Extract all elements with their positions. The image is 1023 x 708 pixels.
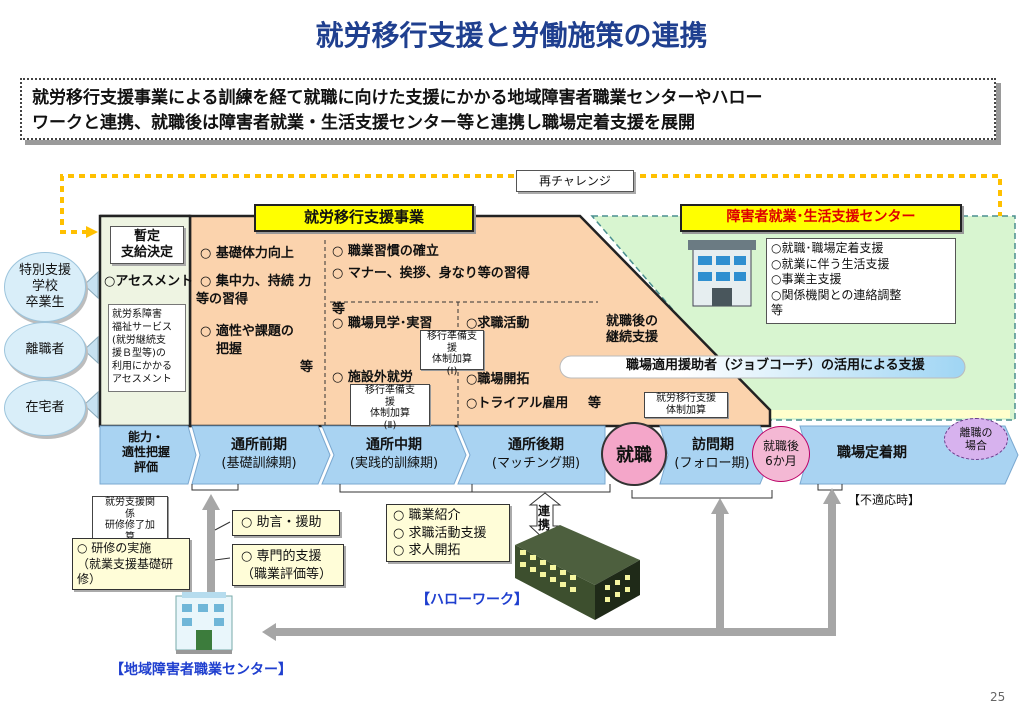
- assessment-label: ○アセスメント: [104, 274, 194, 289]
- hw-item-3: ○ 求人開拓: [393, 543, 461, 559]
- source-student: 特別支援 学校 卒業生: [4, 252, 86, 322]
- kankei-line-4: 算: [125, 531, 135, 543]
- kankei-line-3: 研修修了加: [105, 520, 155, 531]
- col2-item-2: ○ マナー、挨拶、身なり等の習得: [332, 266, 530, 281]
- ikou-label: 就労移行支援事業: [254, 204, 474, 232]
- summary-line-2: ワークと連携、就職後は障害者就業・生活支援センター等と連携し職場定着支援を展開: [32, 112, 695, 133]
- keizoku-label: 就職後の 継続支援: [606, 314, 659, 346]
- step-zenki-sub: (基礎訓練期): [221, 456, 297, 471]
- chiiki-label: 【地域障害者職業センター】: [110, 662, 292, 678]
- center-label: 障害者就業･生活支援センター: [680, 204, 962, 232]
- summary-line-1: 就労移行支援事業による訓練を経て就職に向けた支援にかかる地域障害者職業センターや…: [32, 88, 763, 108]
- taisei1-line-3: 体制加算: [432, 354, 472, 365]
- hw-item-2: ○ 求職活動支援: [393, 525, 487, 541]
- taisei2-line-3: 体制加算: [370, 408, 410, 419]
- step-chuki-sub: (実践的訓練期): [349, 456, 439, 471]
- rechallenge-loop: [60, 174, 1002, 240]
- source-zaitaku: 在宅者: [4, 380, 86, 436]
- page-title: 就労移行支援と労働施策の連携: [315, 19, 708, 52]
- source-rishoku: 離職者: [4, 322, 86, 378]
- step-kouki-sub: (マッチング期): [491, 456, 581, 471]
- sixmonth-circle: 就職後 6か月: [752, 426, 810, 482]
- center-building: [688, 240, 756, 307]
- center-item-5: 等: [771, 303, 784, 318]
- hw-item-1: ○ 職業紹介: [393, 508, 461, 523]
- center-items: ○就職･職場定着支援 ○就業に伴う生活支援 ○事業主支援 ○関係機関との連絡調整…: [766, 238, 956, 324]
- col1-item-2: ○ 集中力、持続 力: [200, 274, 312, 289]
- after-shien-line-1: 就労移行支援: [656, 393, 716, 404]
- kankei-callout: 就労支援関 係 研修修了加 算: [92, 496, 168, 543]
- futekiou-label: 【不適応時】: [848, 493, 921, 507]
- step-teichaku: 職場定着期: [837, 445, 907, 461]
- renkei-label: 連 携: [538, 504, 551, 533]
- step-houmon-sub: (フォロー期): [674, 456, 750, 471]
- rishoku-bubble: 離職の 場合: [944, 418, 1008, 460]
- rechallenge-label: 再チャレンジ: [516, 170, 634, 192]
- taisei1-line-1: 移行準備支: [427, 331, 477, 342]
- kankei-line-1: 就労支援関: [105, 497, 155, 508]
- step-chuki: 通所中期: [366, 437, 422, 453]
- col3-item-3b: 等: [588, 396, 602, 411]
- taisei-kasan-1: 移行準備支 援 体制加算 (Ⅰ): [420, 330, 484, 377]
- hellowork-label: 【ハローワーク】: [416, 592, 528, 608]
- step-zenki: 通所前期: [231, 437, 287, 453]
- jobcoach-bar: [559, 355, 966, 379]
- col2-item-4: ○ 施設外就労: [332, 370, 413, 385]
- rechallenge-arrowhead: [86, 226, 98, 238]
- assessment-note: 就労系障害 福祉サービス (就労継続支 援Ｂ型等)の 利用にかかる アセスメント: [108, 304, 186, 392]
- taisei-kasan-2: 移行準備支 援 体制加算 (Ⅱ): [350, 384, 430, 431]
- taisei1-line-4: (Ⅰ): [446, 365, 458, 377]
- col1-item-1: ○ 基礎体力向上: [200, 246, 294, 261]
- step-kouki: 通所後期: [508, 437, 564, 453]
- taisei2-line-1: 移行準備支: [365, 385, 415, 396]
- zantei-line-2: 支給決定: [120, 245, 173, 260]
- hw-items: ○ 職業紹介 ○ 求職活動支援 ○ 求人開拓: [386, 504, 510, 562]
- chiiki-building: [175, 592, 233, 654]
- jobcoach-label: 職場適用援助者（ジョブコーチ）の活用による支援: [626, 358, 925, 373]
- after-shien-line-2: 体制加算: [666, 404, 706, 416]
- step-bar: [99, 425, 1019, 485]
- jogen-box: ○ 助言・援助: [232, 510, 340, 536]
- summary-box: 就労移行支援事業による訓練を経て就職に向けた支援にかかる地域障害者職業センターや…: [20, 78, 996, 140]
- col2-item-2b: 等: [332, 302, 346, 317]
- center-item-1: ○就職･職場定着支援: [771, 241, 884, 255]
- col2-item-3: ○ 職場見学･実習: [332, 316, 433, 331]
- col1-item-3: ○ 適性や課題の: [200, 324, 294, 339]
- col1-item-3c: 等: [300, 360, 314, 375]
- col3-item-1: ○求職活動: [466, 316, 530, 331]
- col1-item-2b: 等の習得: [196, 292, 249, 307]
- zantei-box: 暫定 支給決定: [110, 226, 184, 264]
- page-number: 25: [990, 690, 1006, 704]
- after-shien-callout: 就労移行支援 体制加算: [644, 392, 728, 418]
- hellowork-building: [515, 525, 640, 620]
- taisei1-line-2: 援: [447, 342, 457, 354]
- center-item-3: ○事業主支援: [771, 272, 842, 287]
- zantei-line-1: 暫定: [133, 229, 160, 244]
- kankei-line-2: 係: [125, 508, 135, 520]
- col3-item-2: ○職場開拓: [466, 372, 530, 387]
- taisei2-line-2: 援: [385, 396, 395, 408]
- taisei2-line-4: (Ⅱ): [383, 419, 397, 431]
- col2-item-1: ○ 職業習慣の確立: [332, 244, 439, 259]
- step-houmon: 訪問期: [692, 437, 734, 453]
- step-assessment: 能力・ 適性把握 評価: [121, 430, 170, 474]
- center-item-4: ○関係機関との連絡調整: [771, 287, 902, 302]
- senmon-box: ○ 専門的支援 （職業評価等）: [232, 544, 344, 586]
- shushoku-circle: 就職: [601, 422, 667, 486]
- kenshu-box: ○ 研修の実施 （就業支援基礎研 修）: [72, 538, 190, 590]
- col3-item-3: ○トライアル雇用: [466, 396, 569, 411]
- center-item-2: ○就業に伴う生活支援: [771, 256, 890, 271]
- col1-item-3b: 把握: [216, 342, 243, 357]
